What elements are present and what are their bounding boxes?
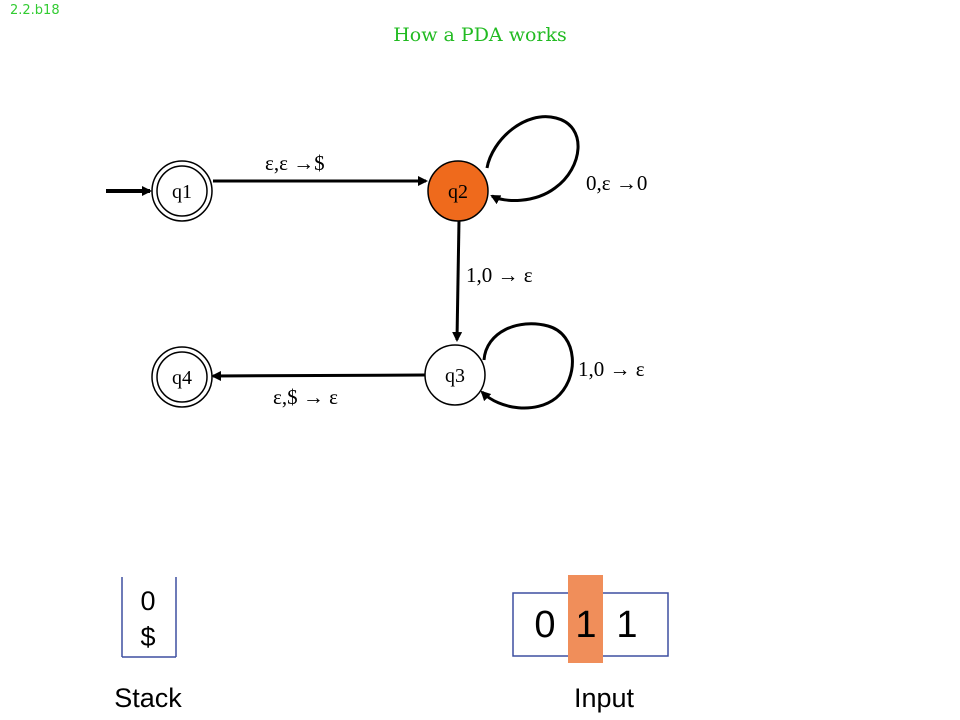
loop-label-q2: 0,ε →0	[586, 171, 647, 195]
page-title: How a PDA works	[393, 24, 567, 46]
input-head-highlight	[568, 575, 603, 663]
edge-q3-q4	[211, 370, 426, 381]
stack-item: $	[140, 622, 155, 652]
loop-label-q3: 1,0 → ε	[578, 357, 645, 381]
state-label-q2: q2	[448, 181, 468, 203]
loop-q3	[480, 322, 574, 410]
input-tape: 0 1 1	[512, 575, 669, 663]
stack-item: 0	[140, 586, 155, 616]
edge-q2-q3	[452, 219, 463, 342]
state-label-q3: q3	[445, 365, 465, 387]
state-q3: q3	[424, 344, 486, 406]
state-q2: q2	[427, 160, 489, 222]
stack-label: Stack	[114, 683, 182, 713]
input-symbol: 1	[616, 604, 637, 646]
state-q1: q1	[151, 160, 213, 222]
edge-label-q3-q4: ε,$ → ε	[273, 385, 338, 409]
input-label: Input	[574, 683, 635, 713]
state-q4: q4	[151, 346, 213, 408]
state-q2-fill	[427, 160, 489, 222]
stack: 0 $	[121, 577, 177, 658]
state-label-q1: q1	[172, 181, 192, 203]
input-symbol: 0	[534, 604, 555, 646]
input-symbol: 1	[575, 604, 596, 646]
edge-label-q2-q3: 1,0 → ε	[466, 263, 533, 287]
state-label-q4: q4	[172, 367, 192, 389]
slide-id: 2.2.b18	[10, 3, 60, 18]
edge-label-q1-q2: ε,ε →$	[265, 151, 325, 175]
loop-q2	[485, 115, 580, 205]
